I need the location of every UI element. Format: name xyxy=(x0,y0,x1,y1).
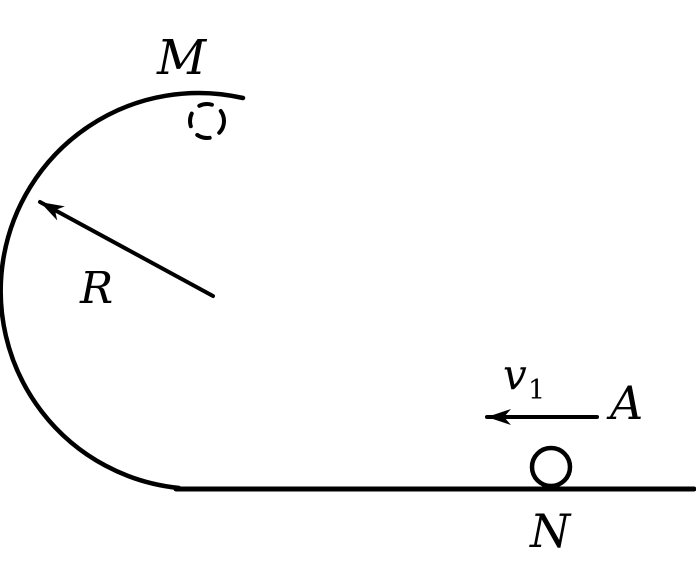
label-velocity-subscript: 1 xyxy=(528,375,545,406)
label-ball-top-m: M xyxy=(156,30,208,86)
label-point-a: A xyxy=(606,376,643,430)
radius-arrow xyxy=(38,200,215,298)
ball-m-dashed-circle xyxy=(188,102,226,140)
label-velocity-v: v xyxy=(503,350,527,399)
label-ball-ground-n: N xyxy=(529,504,572,558)
loop-track-arc xyxy=(0,90,246,491)
label-radius-r: R xyxy=(79,263,113,314)
ball-n-circle xyxy=(529,445,573,489)
